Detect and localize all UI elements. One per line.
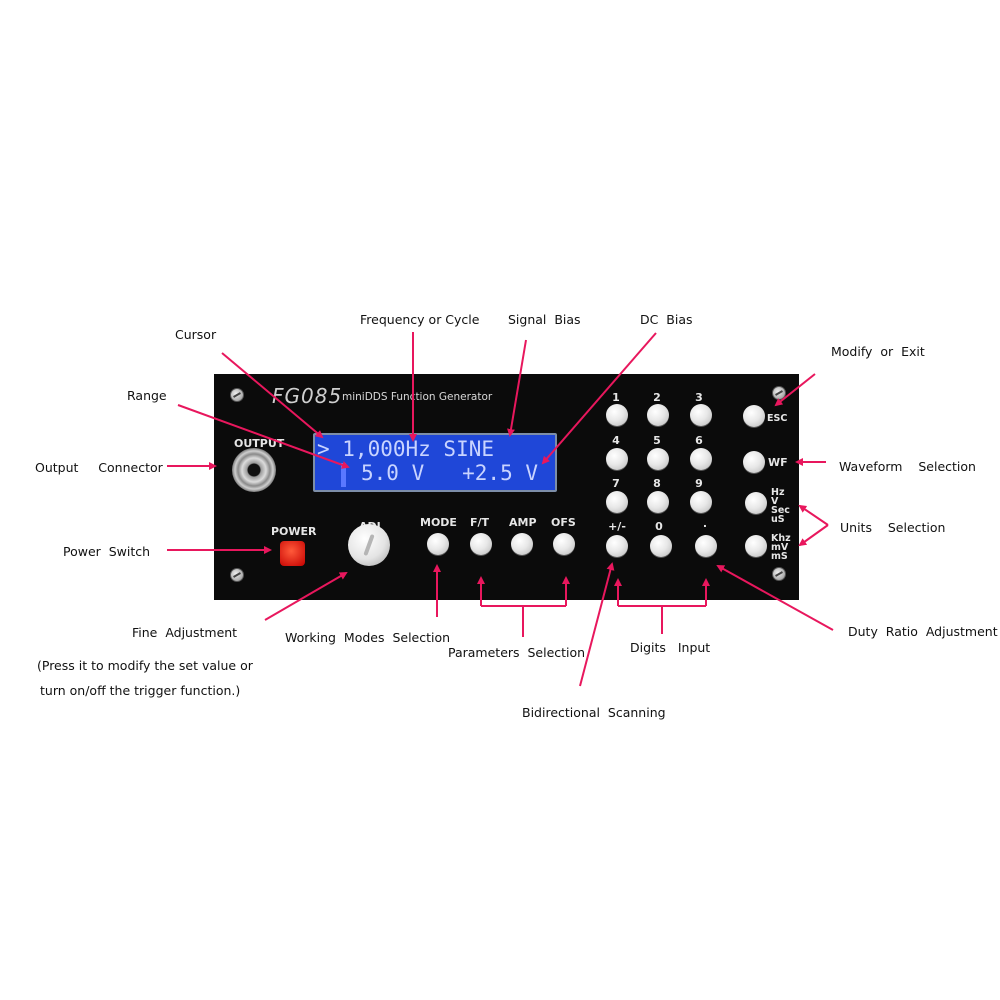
label-fine-adjustment: Fine Adjustment — [132, 625, 238, 640]
key-1-button[interactable] — [606, 404, 628, 426]
key-label-dot: . — [702, 517, 708, 530]
label-waveform: Waveform Selection — [839, 459, 976, 474]
key-dot-button[interactable] — [695, 535, 717, 557]
unit-label-us: uS — [771, 514, 785, 525]
model-subtitle: miniDDS Function Generator — [342, 391, 493, 403]
amp-label: AMP — [509, 516, 537, 529]
ofs-button[interactable] — [553, 533, 575, 555]
arrow-fine-adjustment — [264, 571, 348, 621]
key-7-button[interactable] — [606, 491, 628, 513]
unit-label-khz: Khz — [771, 533, 791, 544]
arrow-cursor — [221, 352, 324, 439]
label-power-switch: Power Switch — [63, 544, 151, 559]
label-duty-ratio: Duty Ratio Adjustment — [848, 624, 998, 639]
label-dc-bias: DC Bias — [640, 312, 693, 327]
label-output-connector: Output Connector — [35, 460, 163, 475]
unit-label-ms: mS — [771, 551, 788, 562]
unit-label-hz: Hz — [771, 487, 785, 498]
units-hz-label-group: Hz V Sec uS — [771, 487, 790, 525]
key-8-button[interactable] — [647, 491, 669, 513]
wf-label: WF — [768, 456, 788, 469]
units-hz-button[interactable] — [745, 492, 767, 514]
lcd-line-2: 5.0 V +2.5 V — [361, 461, 539, 485]
screw-top-left — [230, 388, 244, 402]
arrow-signal-bias — [507, 339, 527, 437]
power-label: POWER — [271, 525, 317, 538]
label-bidirectional: Bidirectional Scanning — [522, 705, 666, 720]
key-4-button[interactable] — [606, 448, 628, 470]
label-cursor: Cursor — [175, 327, 217, 342]
label-units: Units Selection — [840, 520, 946, 535]
key-label-9: 9 — [695, 477, 703, 490]
label-fine-note-1: (Press it to modify the set value or — [37, 658, 253, 673]
label-fine-note-2: turn on/off the trigger function.) — [40, 683, 241, 698]
wf-button[interactable] — [743, 451, 765, 473]
arrow-modify-exit — [774, 373, 816, 407]
ft-button[interactable] — [470, 533, 492, 555]
key-9-button[interactable] — [690, 491, 712, 513]
key-label-4: 4 — [612, 434, 620, 447]
mode-button[interactable] — [427, 533, 449, 555]
key-3-button[interactable] — [690, 404, 712, 426]
arrow-dc-bias — [541, 332, 657, 465]
label-working-modes: Working Modes Selection — [285, 630, 451, 645]
key-2-button[interactable] — [647, 404, 669, 426]
unit-label-mv: mV — [771, 542, 789, 553]
unit-label-v: V — [771, 496, 779, 507]
label-digits-input: Digits Input — [630, 640, 711, 655]
esc-button[interactable] — [743, 405, 765, 427]
key-label-5: 5 — [653, 434, 661, 447]
key-label-3: 3 — [695, 391, 703, 404]
power-button[interactable] — [280, 541, 305, 566]
key-label-7: 7 — [612, 477, 620, 490]
screw-bottom-right — [772, 567, 786, 581]
key-label-0: 0 — [655, 520, 663, 533]
key-5-button[interactable] — [647, 448, 669, 470]
key-label-6: 6 — [695, 434, 703, 447]
output-label: OUTPUT — [234, 437, 285, 450]
arrow-duty-ratio — [716, 565, 834, 631]
key-plus-minus-button[interactable] — [606, 535, 628, 557]
key-6-button[interactable] — [690, 448, 712, 470]
lcd-cursor-block — [341, 463, 346, 487]
arrow-range — [177, 404, 350, 469]
label-range: Range — [127, 388, 167, 403]
arrow-bidirectional — [579, 562, 615, 687]
amp-button[interactable] — [511, 533, 533, 555]
output-bnc-connector[interactable] — [232, 448, 276, 492]
esc-label: ESC — [767, 413, 788, 424]
label-modify-exit: Modify or Exit — [831, 344, 925, 359]
key-label-plus-minus: +/- — [608, 520, 626, 533]
label-signal-bias: Signal Bias — [508, 312, 581, 327]
key-0-button[interactable] — [650, 535, 672, 557]
ofs-label: OFS — [551, 516, 576, 529]
lcd-display: > 1,000Hz SINE 5.0 V +2.5 V — [313, 433, 557, 492]
arrow-units-upper — [798, 504, 829, 526]
key-label-2: 2 — [653, 391, 661, 404]
lcd-line-1: > 1,000Hz SINE — [317, 437, 495, 461]
units-khz-button[interactable] — [745, 535, 767, 557]
screw-bottom-left — [230, 568, 244, 582]
arrow-units-lower — [798, 524, 829, 547]
mode-label: MODE — [420, 516, 457, 529]
units-khz-label-group: Khz mV mS — [771, 533, 791, 562]
unit-label-sec: Sec — [771, 505, 790, 516]
key-label-1: 1 — [612, 391, 620, 404]
label-parameters: Parameters Selection — [448, 645, 586, 660]
adj-knob[interactable] — [348, 524, 390, 566]
label-frequency: Frequency or Cycle — [360, 312, 480, 327]
key-label-8: 8 — [653, 477, 661, 490]
ft-label: F/T — [470, 516, 490, 529]
